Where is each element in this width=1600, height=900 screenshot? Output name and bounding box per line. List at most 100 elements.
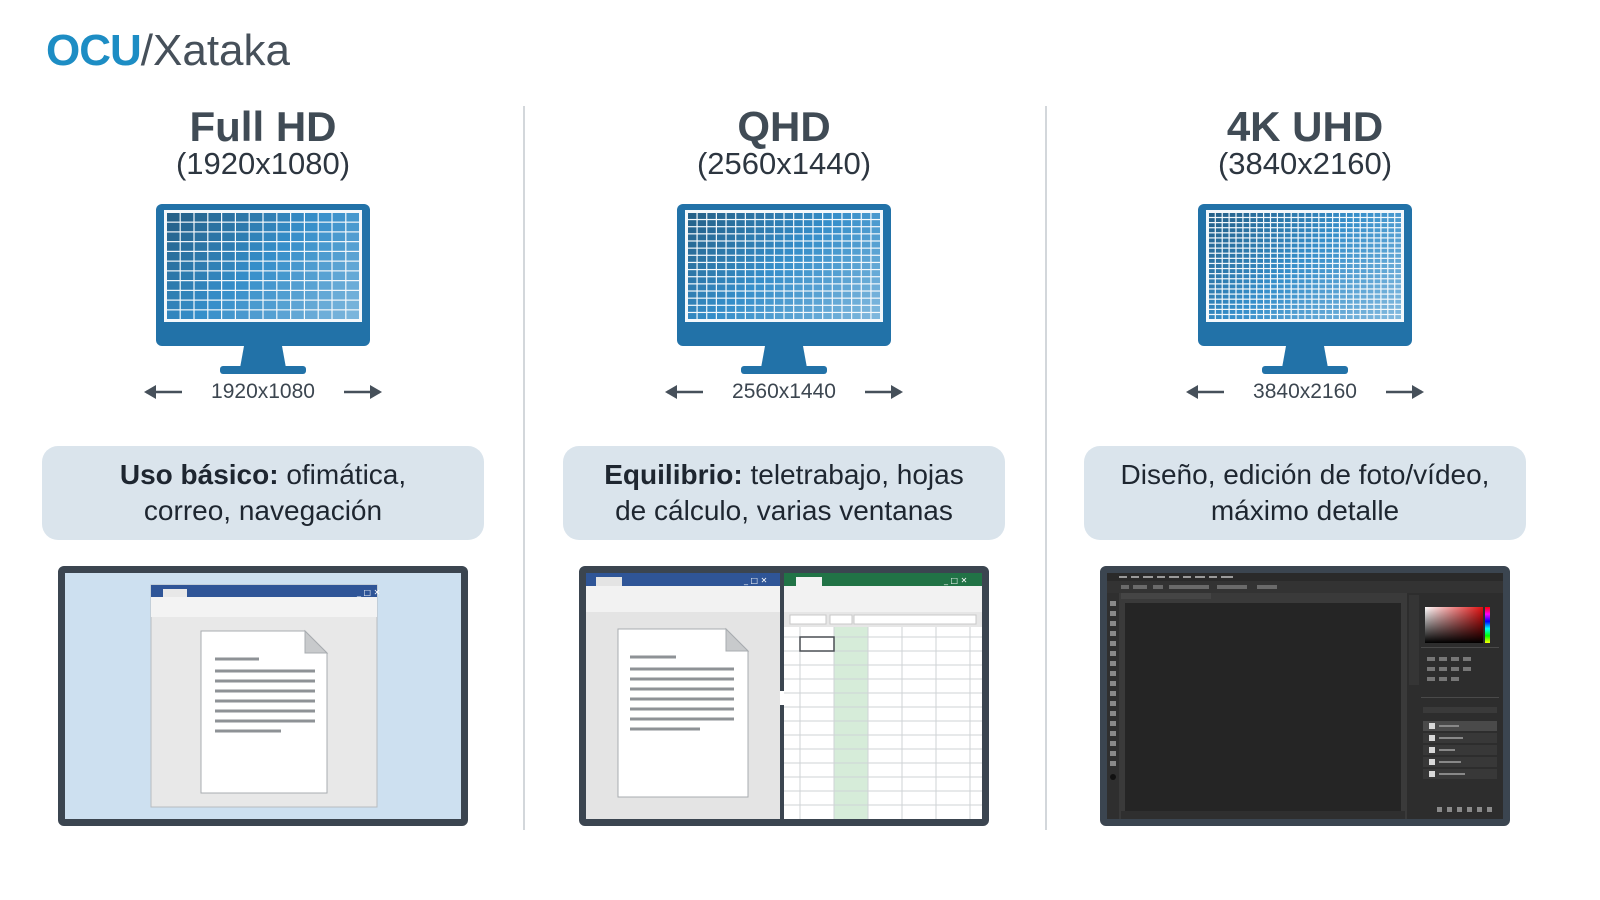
pixel-cell xyxy=(774,213,784,219)
pixel-cell xyxy=(1305,253,1312,258)
pixel-cell xyxy=(208,213,221,222)
pixel-cell xyxy=(180,290,194,300)
pixel-cell xyxy=(1388,304,1395,309)
pixel-cell xyxy=(263,271,277,281)
pixel-cell xyxy=(346,251,359,261)
pixel-cell xyxy=(1395,304,1401,309)
pixel-cell xyxy=(745,255,755,262)
pixel-cell xyxy=(1243,309,1250,314)
pixel-cell xyxy=(784,291,794,298)
pixel-cell xyxy=(1367,258,1374,263)
pixel-cell xyxy=(249,281,263,290)
pixel-cell xyxy=(1271,269,1277,274)
pixel-cell xyxy=(861,220,871,227)
pixel-cell xyxy=(688,284,697,291)
pixel-cell xyxy=(736,248,745,255)
pixel-cell xyxy=(1250,309,1257,314)
pixel-cell xyxy=(291,271,304,281)
pixel-cell xyxy=(332,242,346,251)
pixel-cell xyxy=(1312,309,1319,314)
pixel-cell xyxy=(774,277,784,284)
pixel-cell xyxy=(1374,213,1381,217)
pixel-cell xyxy=(277,232,290,242)
column-full-hd: Full HD (1920x1080) 1920x1080 Uso básico… xyxy=(42,96,484,836)
pixel-cell xyxy=(1388,233,1395,238)
pixel-cell xyxy=(774,270,784,277)
pixel-cell xyxy=(1381,253,1388,258)
pixel-cell xyxy=(1291,233,1298,238)
pixel-cell xyxy=(1250,213,1257,217)
pixel-cell xyxy=(707,277,716,284)
pixel-cell xyxy=(1278,279,1284,284)
pixel-cell xyxy=(852,241,861,248)
pixel-cell xyxy=(1278,238,1284,243)
pixel-cell xyxy=(1278,228,1284,233)
pixel-cell xyxy=(803,263,813,269)
pixel-cell xyxy=(707,305,716,312)
pixel-cell xyxy=(1215,213,1222,217)
pixel-cell xyxy=(1367,289,1374,294)
pixel-cell xyxy=(784,248,794,255)
pixel-cell xyxy=(1284,218,1291,222)
pixel-cell xyxy=(1298,299,1305,304)
pixel-cell xyxy=(1271,264,1277,268)
pixel-cell xyxy=(1353,294,1360,299)
usage-text-line1: teletrabajo, hojas xyxy=(742,459,964,490)
pixel-cell xyxy=(794,213,803,219)
pixel-cell xyxy=(194,251,208,261)
pixel-cell xyxy=(1215,243,1222,248)
pixel-cell xyxy=(236,300,249,310)
pixel-cell xyxy=(1229,258,1236,263)
pixel-cell xyxy=(688,234,697,241)
pixel-cell xyxy=(842,277,852,284)
pixel-cell xyxy=(1367,238,1374,243)
pixel-cell xyxy=(823,263,832,269)
pixel-cell xyxy=(1395,264,1401,268)
pixel-cell xyxy=(1215,218,1222,222)
pixel-cell xyxy=(1257,309,1263,314)
pixel-cell xyxy=(1395,279,1401,284)
pixel-cell xyxy=(1271,289,1277,294)
pixel-cell xyxy=(697,213,707,219)
pixel-cell xyxy=(1353,289,1360,294)
pixel-cell xyxy=(871,277,880,284)
pixel-cell xyxy=(842,220,852,227)
pixel-cell xyxy=(1222,269,1229,274)
pixel-cell xyxy=(1284,233,1291,238)
pixel-cell xyxy=(1360,253,1367,258)
pixel-cell xyxy=(745,277,755,284)
pixel-cell xyxy=(305,300,318,310)
pixel-cell xyxy=(291,213,304,222)
pixel-cell xyxy=(794,291,803,298)
pixel-cell xyxy=(1236,228,1243,233)
pixel-cell xyxy=(1340,294,1346,299)
pixel-cell xyxy=(1388,299,1395,304)
pixel-cell xyxy=(716,241,726,248)
pixel-cell xyxy=(784,213,794,219)
pixel-cell xyxy=(1250,233,1257,238)
pixel-cell xyxy=(1236,243,1243,248)
pixel-cell xyxy=(1395,228,1401,233)
pixel-cell xyxy=(803,291,813,298)
pixel-cell xyxy=(1264,233,1270,238)
pixel-cell xyxy=(332,290,346,300)
pixel-cell xyxy=(697,255,707,262)
pixel-cell xyxy=(794,248,803,255)
pixel-cell xyxy=(1264,253,1270,258)
pixel-cell xyxy=(1236,289,1243,294)
pixel-cell xyxy=(1395,269,1401,274)
pixel-cell xyxy=(1305,238,1312,243)
pixel-cell xyxy=(1284,269,1291,274)
pixel-cell xyxy=(1319,289,1326,294)
pixel-cell xyxy=(1243,269,1250,274)
pixel-cell xyxy=(861,291,871,298)
pixel-cell xyxy=(707,284,716,291)
pixel-cell xyxy=(208,310,221,319)
pixel-cell xyxy=(1312,284,1319,289)
pixel-cell xyxy=(861,255,871,262)
pixel-cell xyxy=(736,270,745,277)
pixel-cell xyxy=(1264,223,1270,228)
pixel-cell xyxy=(1250,279,1257,284)
pixel-cell xyxy=(222,300,235,310)
